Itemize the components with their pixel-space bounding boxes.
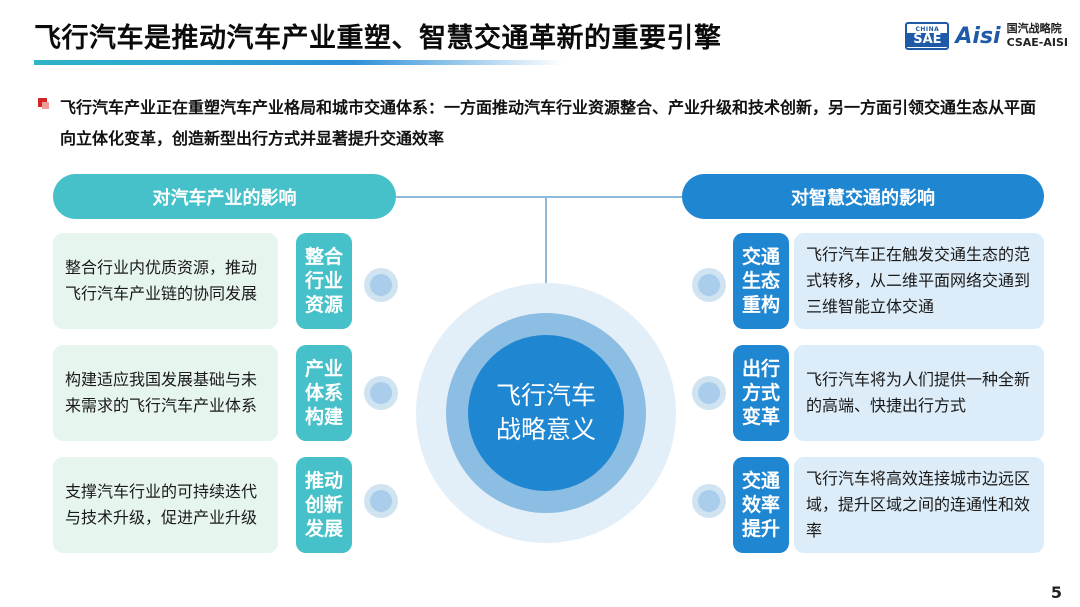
logo-aisi-text: Aisi [955,23,1001,49]
left-item-dot-icon [364,268,398,302]
right-item-dot-icon [692,484,726,518]
page-number: 5 [1050,583,1062,602]
logo-org-name: 国汽战略院 CSAE-AISI [1007,22,1068,50]
right-item-dot-icon [692,268,726,302]
left-item-text-1: 整合行业内优质资源，推动飞行汽车产业链的协同发展 [53,233,278,329]
right-item-tag-2: 出行方式变革 [733,345,789,441]
right-item-dot-icon [692,376,726,410]
left-item-tag-3: 推动创新发展 [296,457,352,553]
right-item-text-3: 飞行汽车将高效连接城市边远区域，提升区域之间的连通性和效率 [794,457,1044,553]
right-item-tag-1: 交通生态重构 [733,233,789,329]
connector-line [396,196,682,198]
right-item-text-2: 飞行汽车将为人们提供一种全新的高端、快捷出行方式 [794,345,1044,441]
logo-cn-name: 国汽战略院 [1006,22,1062,35]
left-item-tag-1: 整合行业资源 [296,233,352,329]
center-text: 飞行汽车战略意义 [495,381,596,444]
right-item-tag-3: 交通效率提升 [733,457,789,553]
right-section-header: 对智慧交通的影响 [682,174,1044,219]
connector-line [545,196,547,286]
csae-aisi-logo: CHINA SAE Aisi 国汽战略院 CSAE-AISI [905,20,1068,52]
china-sae-logo-icon: CHINA SAE [905,22,950,50]
logo-sae-text: SAE [907,32,948,47]
logo-china-text: CHINA [915,25,940,33]
title-underline [34,60,564,65]
left-item-dot-icon [364,484,398,518]
page-title: 飞行汽车是推动汽车产业重塑、智慧交通革新的重要引擎 [34,23,722,54]
right-item-text-1: 飞行汽车正在触发交通生态的范式转移，从二维平面网络交通到三维智能立体交通 [794,233,1044,329]
left-item-dot-icon [364,376,398,410]
summary-bullet: 飞行汽车产业正在重塑汽车产业格局和城市交通体系：一方面推动汽车行业资源整合、产业… [60,98,1037,148]
left-item-tag-2: 产业体系构建 [296,345,352,441]
left-item-text-3: 支撑汽车行业的可持续迭代与技术升级，促进产业升级 [53,457,278,553]
left-section-header: 对汽车产业的影响 [53,174,396,219]
left-item-text-2: 构建适应我国发展基础与未来需求的飞行汽车产业体系 [53,345,278,441]
bullet-square-icon [38,98,49,109]
logo-en-name: CSAE-AISI [1006,36,1068,49]
center-label: 飞行汽车战略意义 [468,335,624,491]
